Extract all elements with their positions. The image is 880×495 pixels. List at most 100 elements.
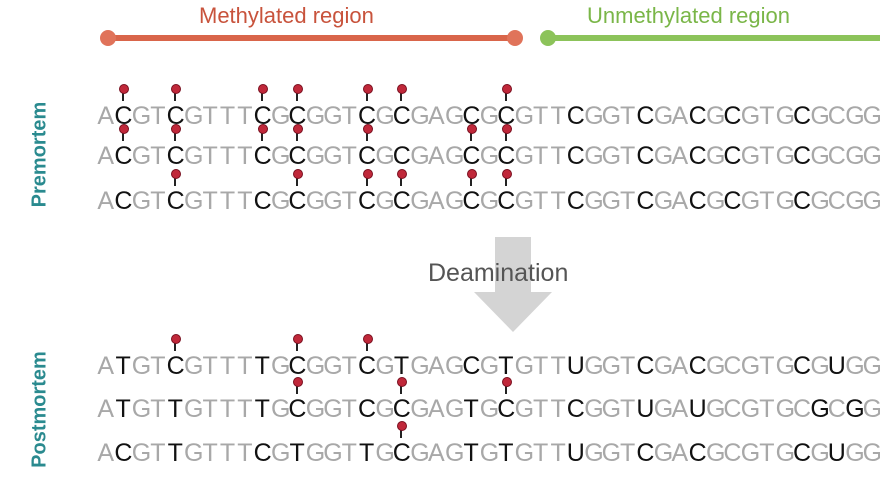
methyl-group-icon: [258, 84, 269, 101]
base: A: [671, 439, 689, 467]
methyl-group-icon: [467, 124, 478, 141]
base: T: [759, 142, 775, 170]
base: G: [862, 187, 880, 215]
base: G: [584, 102, 604, 130]
base: G: [775, 352, 796, 380]
methylated-region-label: Methylated region: [199, 3, 374, 28]
methylated-base: C: [497, 84, 515, 131]
base: T: [550, 102, 566, 130]
deaminated-t-base: T: [497, 439, 514, 467]
base: C: [636, 102, 655, 130]
base: G: [271, 102, 291, 130]
methylated-base: C: [167, 334, 185, 381]
base: G: [479, 395, 500, 423]
base: G: [810, 352, 830, 380]
methyl-group-icon: [362, 124, 373, 141]
base: G: [862, 352, 880, 380]
base: G: [862, 102, 880, 130]
base: G: [131, 102, 152, 130]
base: G: [375, 187, 395, 215]
base: C: [636, 142, 655, 170]
base: G: [862, 439, 880, 467]
methylated-base: C: [393, 169, 411, 216]
methylated-base: C: [358, 84, 376, 131]
base: T: [202, 142, 218, 170]
base: G: [184, 142, 204, 170]
base: C: [358, 395, 377, 423]
base: G: [479, 439, 500, 467]
base: G: [375, 142, 395, 170]
base: G: [514, 395, 535, 423]
base: A: [97, 439, 115, 467]
base: T: [341, 439, 357, 467]
base: C: [688, 439, 707, 467]
unmethylated-region-start-dot: [540, 30, 556, 46]
base: A: [97, 102, 115, 130]
base: T: [237, 187, 253, 215]
methyl-group-icon: [258, 124, 269, 141]
base: G: [601, 395, 622, 423]
methyl-group-icon: [397, 84, 408, 101]
base: G: [445, 352, 465, 380]
base: G: [810, 439, 830, 467]
base: C: [793, 439, 812, 467]
base: G: [775, 102, 796, 130]
base: G: [706, 352, 726, 380]
base: G: [653, 395, 674, 423]
base: G: [845, 352, 865, 380]
deaminated-u-base: U: [566, 439, 585, 467]
deaminated-t-base: T: [358, 439, 375, 467]
base: T: [150, 395, 166, 423]
base: T: [341, 395, 357, 423]
base: G: [410, 102, 430, 130]
base: G: [323, 142, 343, 170]
deaminated-t-base: T: [288, 439, 306, 467]
methylated-base: C: [393, 421, 411, 468]
base: G: [184, 439, 204, 467]
deaminated-t-base: T: [497, 352, 514, 380]
base: A: [671, 102, 689, 130]
base: G: [184, 352, 204, 380]
base: G: [305, 395, 326, 423]
base: G: [740, 142, 761, 170]
base: C: [688, 142, 707, 170]
base: G: [514, 102, 535, 130]
base: A: [427, 187, 445, 215]
methylated-base: C: [288, 84, 306, 131]
base: G: [775, 439, 796, 467]
base: G: [706, 102, 726, 130]
base: G: [601, 187, 622, 215]
base: T: [620, 439, 636, 467]
base: G: [445, 439, 465, 467]
base: G: [653, 439, 674, 467]
base: T: [533, 142, 549, 170]
base: T: [550, 142, 566, 170]
base: G: [706, 187, 726, 215]
base: T: [219, 142, 236, 170]
base: T: [620, 142, 636, 170]
base: G: [706, 142, 726, 170]
base: G: [479, 187, 500, 215]
base: G: [810, 102, 830, 130]
base: C: [723, 395, 742, 423]
deaminated-t-base: T: [166, 395, 184, 423]
base: G: [514, 352, 535, 380]
base: T: [759, 102, 775, 130]
base: C: [392, 142, 411, 170]
methylated-base: C: [288, 169, 306, 216]
methyl-group-icon: [171, 169, 182, 186]
methyl-group-icon: [362, 84, 373, 101]
methyl-group-icon: [293, 124, 304, 141]
base: T: [341, 142, 357, 170]
methylated-base: C: [167, 169, 185, 216]
base: G: [410, 187, 430, 215]
methylated-base: C: [254, 124, 272, 171]
base: G: [584, 439, 604, 467]
base: A: [97, 187, 115, 215]
deaminated-u-base: U: [688, 395, 707, 423]
deaminated-t-base: T: [392, 352, 410, 380]
base: T: [550, 352, 566, 380]
deaminated-u-base: U: [636, 395, 655, 423]
base: C: [827, 187, 846, 215]
base: T: [620, 187, 636, 215]
